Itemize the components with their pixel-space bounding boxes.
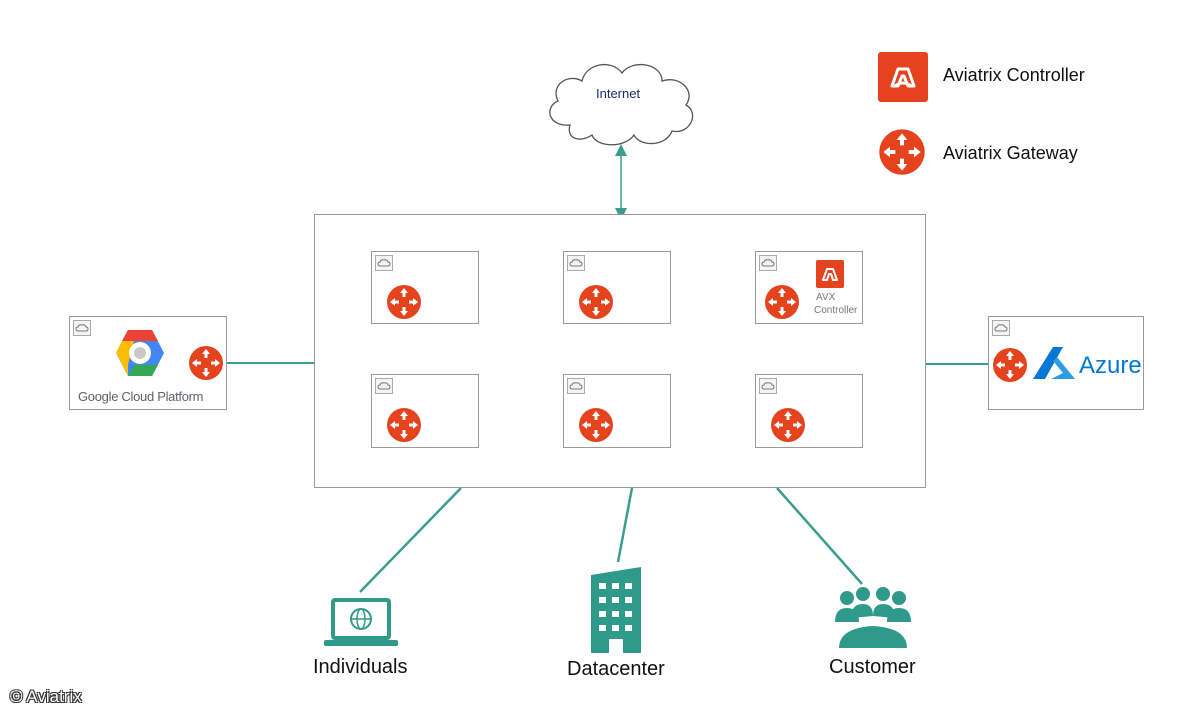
cloud-tag-icon — [567, 378, 585, 394]
internet-label: Internet — [596, 86, 641, 101]
cloud-tag-icon — [759, 378, 777, 394]
customer-label: Customer — [829, 656, 916, 678]
internet-cloud: Internet — [540, 55, 700, 150]
legend-controller-label: Aviatrix Controller — [943, 65, 1085, 85]
gcp-box: Google Cloud Platform — [69, 316, 227, 410]
cloud-icon — [549, 63, 694, 146]
gateway-icon — [387, 408, 421, 442]
vpc-box-1 — [371, 251, 479, 324]
vpc-box-6 — [755, 374, 863, 448]
cloud-tag-icon — [567, 255, 585, 271]
vpc-box-controller: AVX Controller — [755, 251, 863, 324]
cloud-tag-icon — [992, 320, 1010, 336]
copyright-label: © Aviatrix — [10, 687, 82, 706]
cloud-tag-icon — [375, 378, 393, 394]
cloud-tag-icon — [759, 255, 777, 271]
individuals-label: Individuals — [313, 656, 408, 678]
gcp-brand-label: Google Cloud Platform — [78, 389, 204, 404]
vpc-box-2 — [563, 251, 671, 324]
azure-box: Azure — [988, 316, 1144, 410]
controller-icon — [816, 260, 844, 288]
gateway-icon — [579, 285, 613, 319]
gateway-legend-icon — [878, 128, 926, 176]
datacenter-label: Datacenter — [567, 658, 665, 680]
azure-logo-icon — [1033, 347, 1075, 379]
azure-brand-label: Azure — [1079, 352, 1142, 379]
customer-group-icon — [835, 587, 911, 648]
laptop-globe-icon — [324, 598, 398, 646]
gateway-icon — [189, 346, 223, 380]
vpc-box-4 — [371, 374, 479, 448]
cloud-tag-icon — [73, 320, 91, 336]
gateway-icon — [765, 285, 799, 319]
building-icon — [591, 567, 641, 653]
gateway-icon — [771, 408, 805, 442]
cloud-tag-icon — [375, 255, 393, 271]
controller-label-line1: AVX — [816, 292, 836, 303]
legend: Aviatrix Controller Aviatrix Gateway — [878, 52, 1178, 182]
gateway-icon — [387, 285, 421, 319]
controller-legend-icon — [878, 52, 928, 102]
gateway-icon — [993, 348, 1027, 382]
gateway-icon — [579, 408, 613, 442]
legend-gateway-label: Aviatrix Gateway — [943, 143, 1078, 163]
customer-link — [776, 487, 863, 585]
gcp-logo-icon — [116, 330, 164, 376]
vpc-box-5 — [563, 374, 671, 448]
datacenter-link — [616, 487, 634, 563]
individuals-link — [359, 487, 462, 593]
controller-label-line2: Controller — [814, 305, 858, 316]
